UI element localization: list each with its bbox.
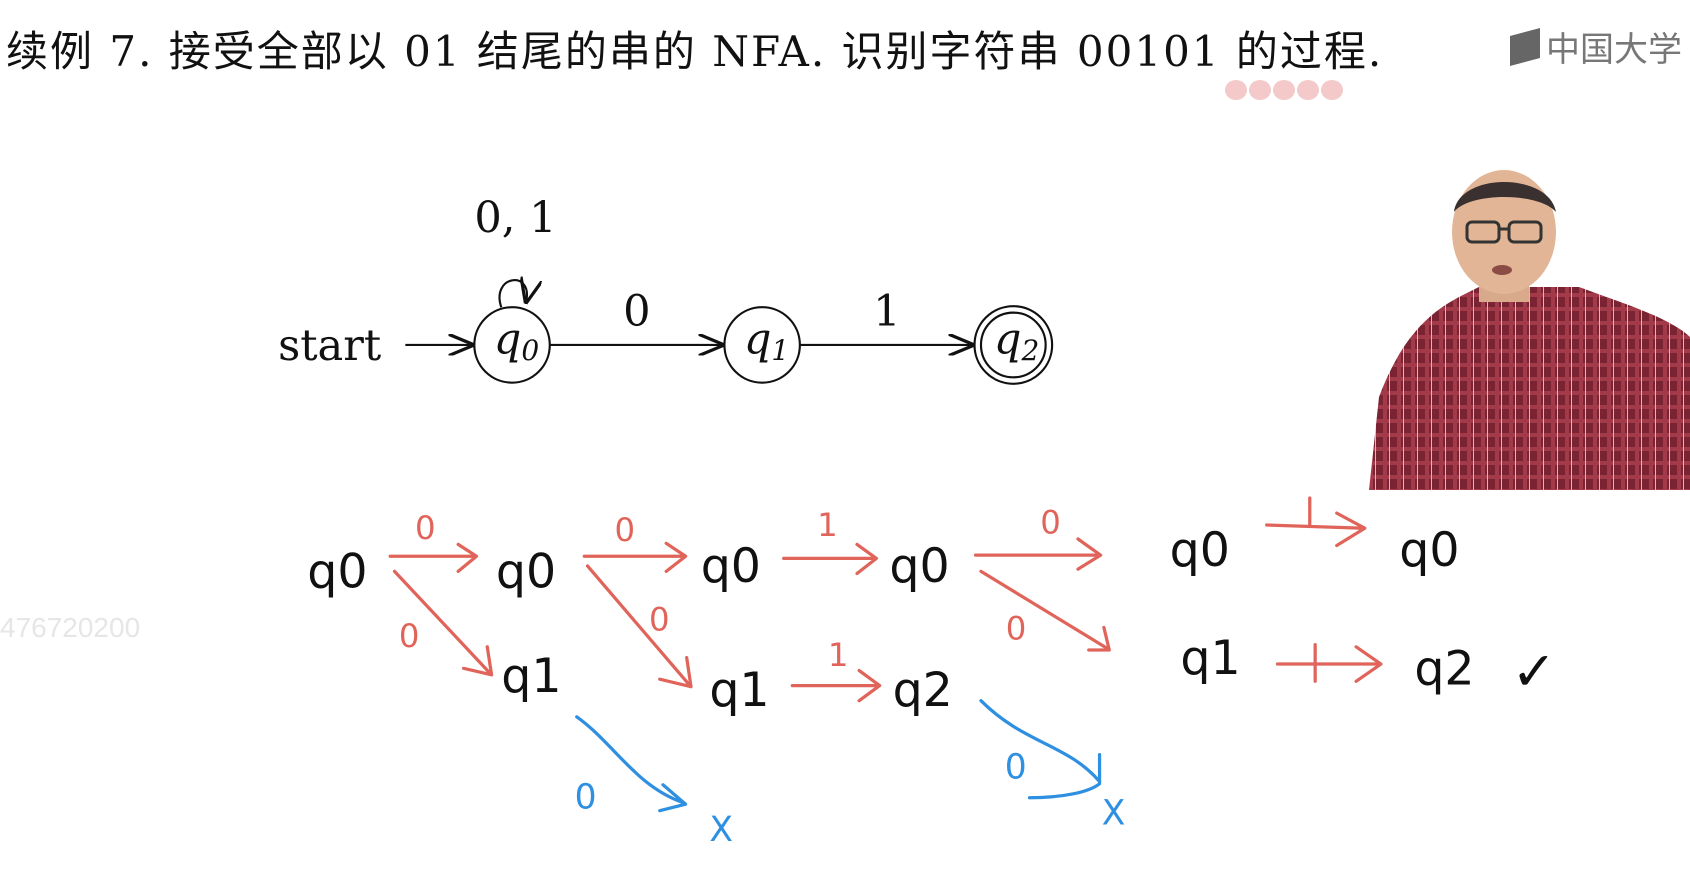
edge-q0-q1-label: 0 bbox=[623, 287, 650, 337]
accept-check-icon: ✓ bbox=[1511, 640, 1556, 703]
hw-label: 0 bbox=[614, 511, 635, 549]
hw-state: q2 bbox=[1414, 642, 1474, 697]
hw-state: q1 bbox=[709, 663, 769, 718]
state-q2-inner bbox=[979, 311, 1047, 379]
hw-state: q0 bbox=[307, 545, 367, 600]
hw-label: 0 bbox=[1005, 747, 1027, 787]
hw-label: 0 bbox=[649, 601, 670, 639]
red-transition-labels: 0 0 0 0 1 1 0 0 bbox=[399, 504, 1061, 675]
lecturer-video bbox=[1369, 167, 1690, 490]
watermark: 476720200 bbox=[0, 612, 141, 643]
nfa-diagram: start q0 0, 1 0 q1 1 q2 bbox=[278, 193, 1054, 385]
state-q0-label: q0 bbox=[494, 315, 539, 367]
lecturer-head bbox=[1452, 170, 1556, 294]
logo-text: 中国大学 bbox=[1546, 30, 1682, 70]
hw-label: 1 bbox=[828, 636, 849, 674]
highlight-dots bbox=[1225, 80, 1345, 104]
hw-state: q0 bbox=[496, 545, 556, 600]
title-suffix: 的过程. bbox=[1220, 27, 1384, 76]
hw-label: 0 bbox=[575, 778, 597, 818]
blue-transitions: 0 0 X X bbox=[575, 699, 1126, 850]
hw-state: q2 bbox=[893, 663, 953, 718]
handwritten-states: q0 q0 q0 q0 q0 q0 q1 q1 q2 q1 q2 ✓ bbox=[307, 523, 1556, 718]
red-transitions bbox=[388, 496, 1383, 703]
hw-state: q1 bbox=[1180, 631, 1240, 686]
hw-state: q0 bbox=[889, 539, 949, 594]
input-string: 00101 bbox=[1076, 27, 1221, 76]
hw-label: 0 bbox=[399, 617, 420, 655]
state-q1-label: q1 bbox=[744, 315, 789, 367]
state-q2-outer bbox=[973, 305, 1054, 385]
state-q2-label: q2 bbox=[994, 315, 1039, 367]
hw-state: q1 bbox=[501, 649, 561, 704]
dead-x-icon: X bbox=[709, 810, 733, 850]
hw-label: 0 bbox=[1040, 504, 1061, 542]
mooc-logo: 中国大学 bbox=[1510, 22, 1682, 71]
start-label: start bbox=[278, 321, 381, 371]
hw-state: q0 bbox=[1399, 523, 1459, 578]
title-text: 续例 7. 接受全部以 01 结尾的串的 NFA. 识别字符串 bbox=[6, 27, 1077, 76]
shirt bbox=[1369, 287, 1690, 490]
hw-label: 0 bbox=[415, 509, 436, 547]
slide-title: 续例 7. 接受全部以 01 结尾的串的 NFA. 识别字符串 00101 的过… bbox=[6, 18, 1383, 79]
dead-x-icon: X bbox=[1102, 794, 1126, 834]
hw-label: 1 bbox=[817, 506, 838, 544]
edge-q1-q2-label: 1 bbox=[873, 287, 900, 337]
hw-label: 0 bbox=[1006, 609, 1027, 647]
self-loop-arrow bbox=[498, 280, 527, 308]
hw-state: q0 bbox=[701, 539, 761, 594]
self-loop-label: 0, 1 bbox=[474, 193, 556, 243]
hw-state: q0 bbox=[1170, 523, 1230, 578]
